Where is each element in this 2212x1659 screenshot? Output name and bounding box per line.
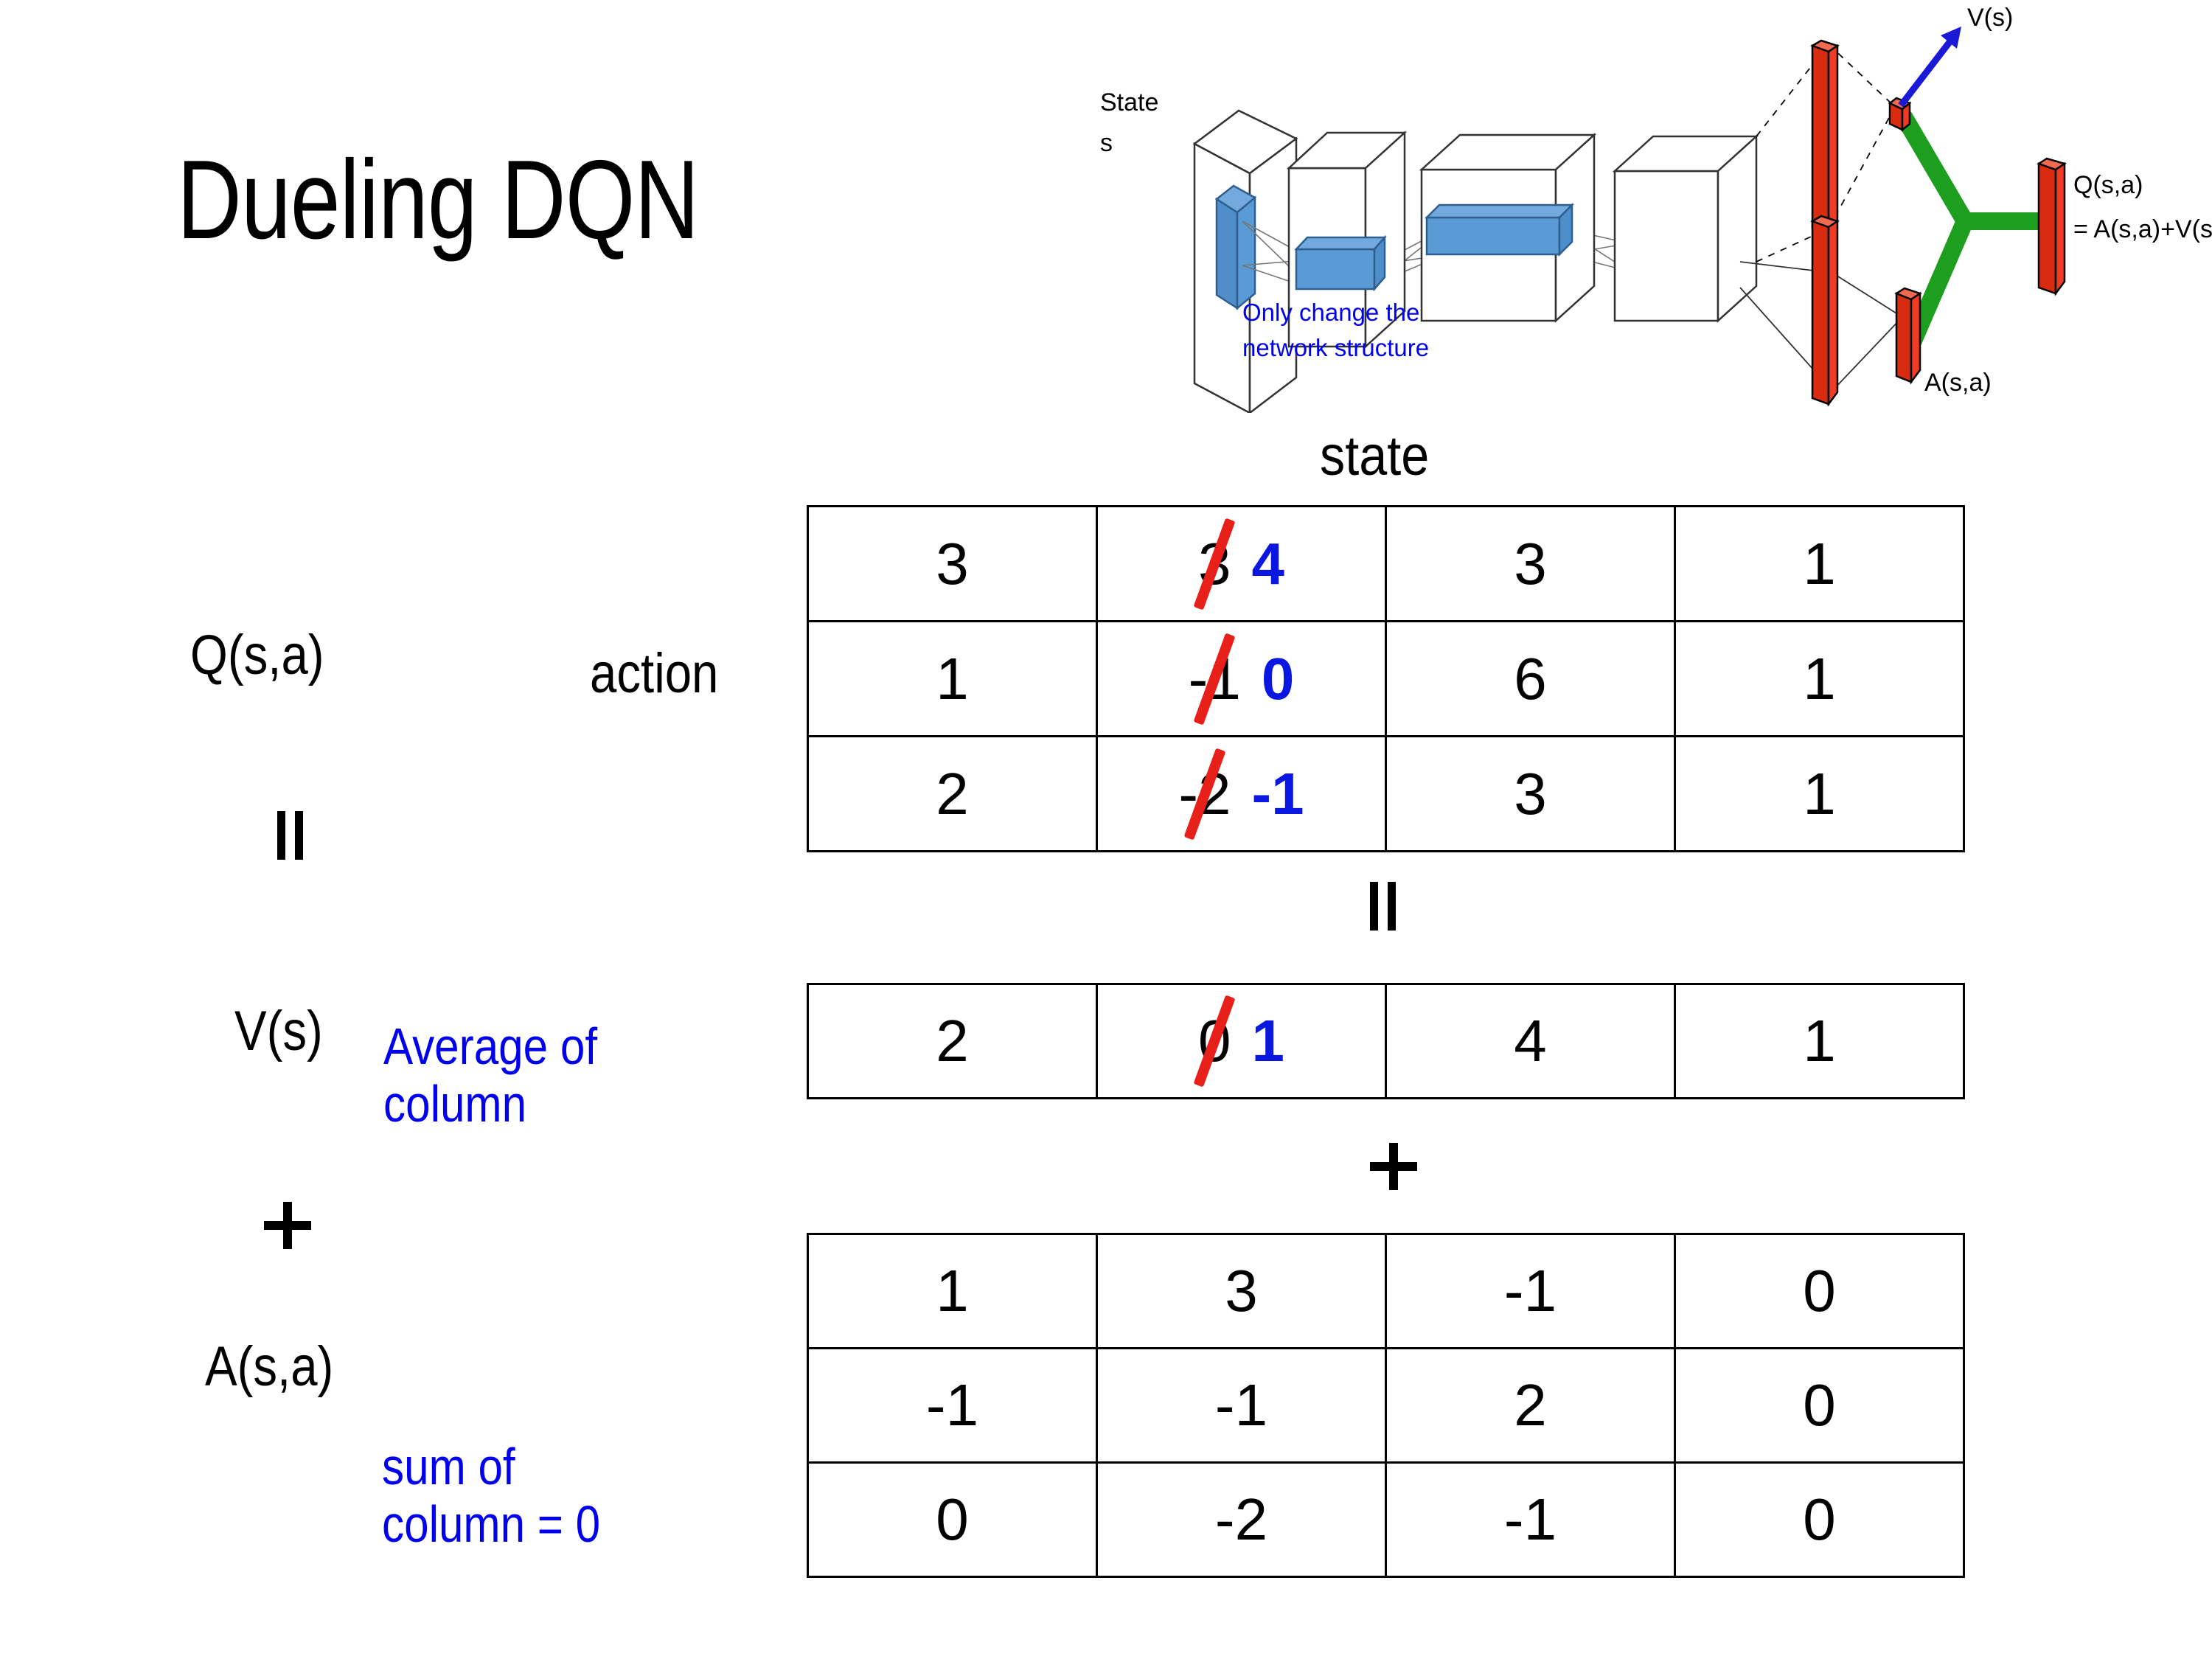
table-cell: -1: [1385, 1233, 1676, 1349]
table-cell: 3: [1385, 505, 1676, 622]
annotation-average-of-column: Average of column: [383, 1018, 598, 1133]
table-cell: 2: [807, 983, 1098, 1099]
cell-value: -1: [1503, 1258, 1557, 1324]
cell-value: 0: [936, 1486, 969, 1552]
cell-value: 1: [936, 645, 969, 712]
table-cell: 34: [1096, 505, 1387, 622]
cell-value: 4: [1514, 1008, 1547, 1074]
annotation-sum-of-column: sum of column = 0: [382, 1438, 601, 1554]
table-cell: 1: [1674, 620, 1965, 737]
cell-value: 2: [936, 760, 969, 827]
table-cell: 1: [1674, 983, 1965, 1099]
cell-value: 1: [1803, 1008, 1836, 1074]
table-cell: 2: [807, 735, 1098, 852]
struck-original-value: 3: [1193, 517, 1236, 611]
diagram-advantage-label: A(s,a): [1924, 369, 1992, 397]
table-cell: -1: [1385, 1461, 1676, 1578]
cell-value: 3: [1225, 1258, 1258, 1324]
table-cell: 2: [1385, 1347, 1676, 1464]
table-row: 1 -1 0 6 1: [807, 620, 1965, 737]
q-function-label: Q(s,a): [190, 624, 324, 686]
struck-original-value: -1: [1189, 632, 1241, 726]
dueling-network-diagram: State s Only change the network structur…: [1091, 0, 2212, 413]
cell-value: 3: [1514, 530, 1547, 597]
corrected-value: -1: [1251, 760, 1304, 827]
page-title: Dueling DQN: [177, 137, 699, 262]
struck-original-value: 0: [1193, 995, 1236, 1088]
equals-icon-left: [273, 811, 313, 860]
diagram-note-line2: network structure: [1242, 334, 1429, 361]
table-cell: -2: [1096, 1461, 1387, 1578]
cell-value: 1: [1803, 760, 1836, 827]
table-cell: 3: [1096, 1233, 1387, 1349]
table-cell: -1 0: [1096, 620, 1387, 737]
state-axis-label: state: [1320, 425, 1430, 487]
strikethrough-icon: [1193, 995, 1236, 1088]
table-cell: 3: [807, 505, 1098, 622]
cell-value: -1: [1214, 1372, 1268, 1438]
table-cell: 0: [1674, 1233, 1965, 1349]
a-table-body: 1 3 -1 0 -1 -1 2 0 0 -2 -1 0: [807, 1233, 1965, 1578]
table-cell: 0: [1674, 1461, 1965, 1578]
diagram-q-label-line1: Q(s,a): [2073, 171, 2143, 199]
table-cell: 01: [1096, 983, 1387, 1099]
strikethrough-icon: [1193, 517, 1236, 611]
table-cell: -1: [1096, 1347, 1387, 1464]
diagram-state-label-line2: s: [1100, 129, 1113, 157]
table-cell: 3: [1385, 735, 1676, 852]
plus-icon-middle: [1370, 1143, 1417, 1190]
table-cell: 1: [1674, 735, 1965, 852]
cell-value: 3: [936, 530, 969, 597]
table-cell: 6: [1385, 620, 1676, 737]
cell-value: 1: [1803, 645, 1836, 712]
table-cell: 1: [807, 620, 1098, 737]
cell-value: 1: [1803, 530, 1836, 597]
cell-value: -1: [925, 1372, 979, 1438]
a-value-table: 1 3 -1 0 -1 -1 2 0 0 -2 -1 0: [807, 1233, 1965, 1578]
v-value-table: 20141: [807, 983, 1965, 1099]
table-cell: 4: [1385, 983, 1676, 1099]
cell-value: -1: [1503, 1486, 1557, 1552]
table-cell: 0: [807, 1461, 1098, 1578]
cell-value: 0: [1803, 1258, 1836, 1324]
cell-value: 1: [936, 1258, 969, 1324]
table-row: 1 3 -1 0: [807, 1233, 1965, 1349]
corrected-value: 4: [1251, 530, 1285, 597]
table-row: 20141: [807, 983, 1965, 1099]
table-row: 0 -2 -1 0: [807, 1461, 1965, 1578]
table-cell: -1: [807, 1347, 1098, 1464]
v-function-label: V(s): [234, 1000, 323, 1062]
diagram-value-label: V(s): [1967, 4, 2013, 32]
equals-icon-middle: [1366, 882, 1405, 931]
plus-icon-left: [264, 1202, 311, 1249]
table-row: 2 -2 -1 3 1: [807, 735, 1965, 852]
a-function-label: A(s,a): [205, 1335, 334, 1398]
diagram-state-label-line1: State: [1100, 88, 1158, 116]
struck-original-value: -2: [1178, 747, 1231, 841]
table-cell: 1: [807, 1233, 1098, 1349]
corrected-value: 0: [1261, 645, 1295, 712]
table-cell: 1: [1674, 505, 1965, 622]
diagram-q-label-line2: = A(s,a)+V(s): [2073, 215, 2212, 243]
cell-value: -2: [1214, 1486, 1268, 1552]
v-table-body: 20141: [807, 983, 1965, 1099]
cell-value: 6: [1514, 645, 1547, 712]
cell-value: 0: [1803, 1486, 1836, 1552]
cell-value: 2: [936, 1008, 969, 1074]
table-row: -1 -1 2 0: [807, 1347, 1965, 1464]
strikethrough-icon: [1183, 747, 1226, 841]
cell-value: 2: [1514, 1372, 1547, 1438]
strikethrough-icon: [1193, 632, 1236, 726]
cell-value: 3: [1514, 760, 1547, 827]
table-cell: 0: [1674, 1347, 1965, 1464]
action-axis-label: action: [590, 642, 719, 705]
corrected-value: 1: [1251, 1008, 1285, 1074]
table-row: 33431: [807, 505, 1965, 622]
cell-value: 0: [1803, 1372, 1836, 1438]
table-cell: -2 -1: [1096, 735, 1387, 852]
diagram-note-line1: Only change the: [1242, 299, 1419, 326]
